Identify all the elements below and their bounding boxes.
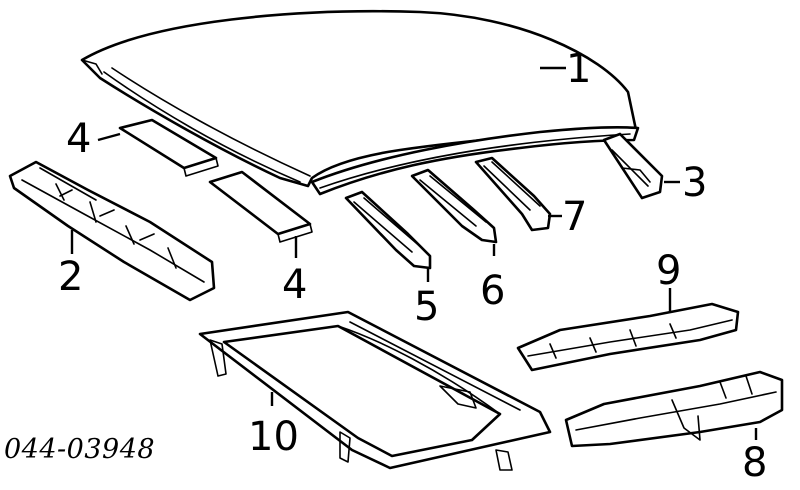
callout-6: 6 bbox=[480, 268, 505, 314]
rear-header-rail bbox=[564, 370, 784, 448]
roof-bow-6 bbox=[410, 168, 498, 244]
callout-4-lower: 4 bbox=[282, 262, 307, 308]
sunroof-frame bbox=[198, 310, 552, 471]
reference-code: 044-03948 bbox=[4, 434, 156, 465]
leader-lines bbox=[70, 66, 758, 440]
callout-5: 5 bbox=[414, 284, 439, 330]
roof-reinforcement-9 bbox=[516, 302, 740, 372]
callout-1: 1 bbox=[566, 46, 591, 92]
callout-3: 3 bbox=[682, 160, 707, 206]
roof-bow-5 bbox=[344, 190, 432, 270]
roof-panel bbox=[80, 9, 640, 196]
callout-8: 8 bbox=[742, 440, 767, 486]
callout-9: 9 bbox=[656, 248, 681, 294]
callout-4-upper: 4 bbox=[66, 116, 91, 162]
front-header-rail bbox=[8, 160, 216, 302]
roof-pad-upper bbox=[118, 118, 219, 177]
rear-roof-rail bbox=[602, 132, 664, 200]
callout-7: 7 bbox=[562, 194, 587, 240]
callout-2: 2 bbox=[58, 254, 83, 300]
roof-bow-7 bbox=[474, 156, 552, 232]
callout-10: 10 bbox=[248, 414, 299, 460]
